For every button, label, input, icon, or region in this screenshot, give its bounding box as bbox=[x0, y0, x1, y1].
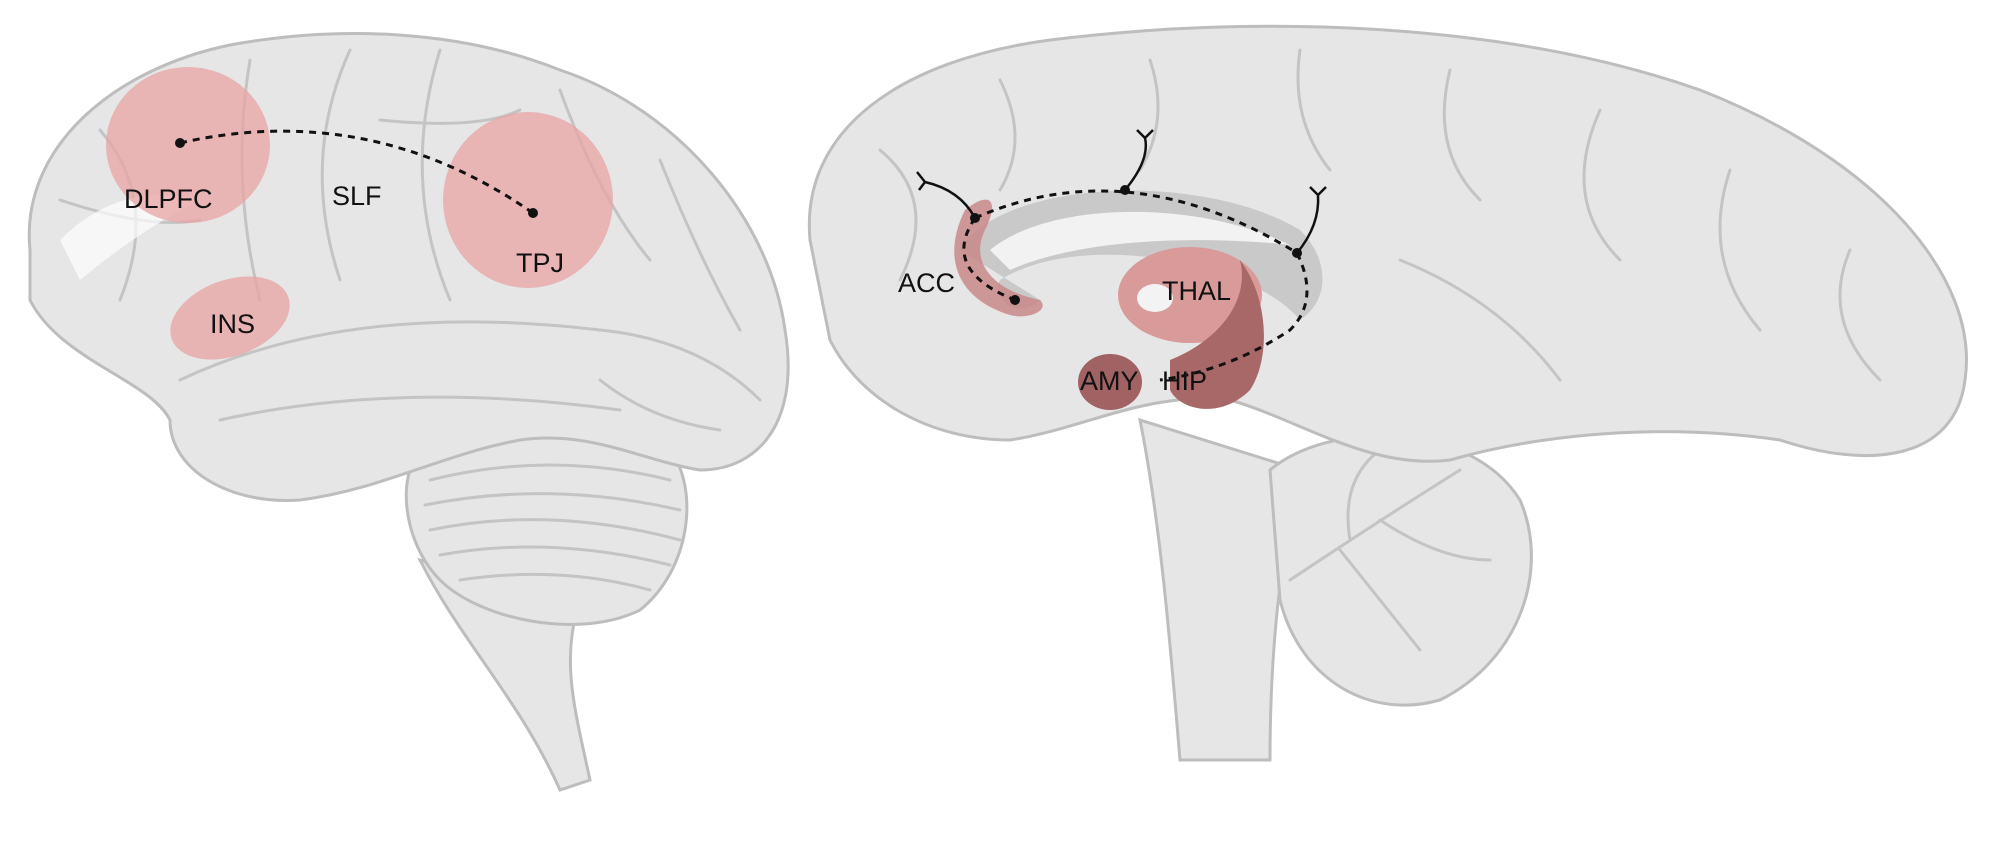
label-dlpfc: DLPFC bbox=[124, 184, 213, 214]
circuit-line bbox=[974, 189, 1309, 382]
slf-tract-line bbox=[179, 129, 534, 215]
medial-cerebellum bbox=[1268, 434, 1533, 707]
dlpfc-region bbox=[106, 67, 270, 223]
medial-cerebrum bbox=[807, 24, 1968, 463]
tpj-region bbox=[443, 112, 613, 288]
label-acc: ACC bbox=[898, 268, 955, 298]
tpj-dot bbox=[528, 208, 538, 218]
label-amy: AMY bbox=[1080, 366, 1139, 396]
thal-region bbox=[1118, 247, 1262, 343]
acc-line bbox=[962, 217, 1016, 302]
label-thal: THAL bbox=[1162, 276, 1231, 306]
amy-region bbox=[1078, 354, 1142, 410]
label-tpj: TPJ bbox=[516, 248, 564, 278]
cingulum-dot bbox=[1120, 185, 1130, 195]
dlpfc-dot bbox=[175, 138, 185, 148]
arbor-vitae bbox=[1288, 448, 1492, 652]
label-ins: INS bbox=[210, 309, 255, 339]
ins-region bbox=[170, 276, 290, 360]
region-highlights bbox=[106, 67, 613, 360]
label-slf: SLF bbox=[332, 181, 382, 211]
lateral-brain: DLPFC SLF TPJ INS bbox=[27, 32, 790, 792]
medial-gyri bbox=[878, 48, 1882, 382]
label-hip: HIP bbox=[1162, 366, 1207, 396]
posterior-dot bbox=[1292, 248, 1302, 258]
medial-brain: ACC THAL AMY HIP bbox=[807, 24, 1968, 762]
hip-region bbox=[1170, 260, 1264, 409]
acc-region bbox=[954, 199, 1043, 317]
neuron-projections bbox=[916, 129, 1327, 254]
cerebellum-folds bbox=[423, 463, 682, 592]
acc-lower-dot bbox=[1010, 295, 1020, 305]
acc-dot bbox=[970, 213, 980, 223]
